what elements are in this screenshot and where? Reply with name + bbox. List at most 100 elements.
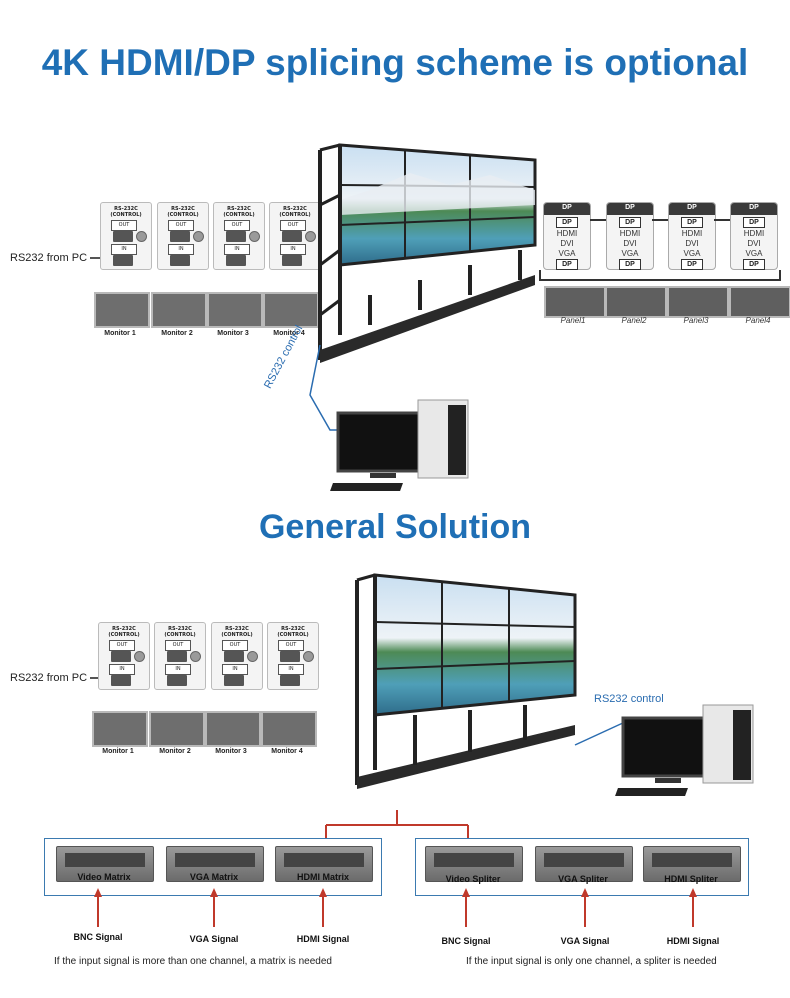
out-port: OUT	[168, 220, 194, 231]
out-port: OUT	[280, 220, 306, 231]
dp-card: DP DP HDMI DVI VGA DP	[668, 202, 716, 270]
dp-line-dvi: DVI	[623, 239, 637, 248]
in-jack	[170, 255, 190, 266]
dp-out-port: DP	[743, 217, 765, 228]
dp-card: DP DP HDMI DVI VGA DP	[606, 202, 654, 270]
dp-line-vga: VGA	[621, 249, 639, 258]
card-header: RS-232C	[225, 626, 249, 632]
panel-screen	[605, 286, 667, 318]
dp-card-header: DP	[544, 203, 590, 215]
in-jack	[167, 675, 187, 686]
control-card: RS-232C(CONTROL) OUT IN	[98, 622, 150, 690]
dp-in-port: DP	[681, 259, 703, 270]
out-port: OUT	[278, 640, 304, 651]
in-port: IN	[165, 664, 191, 675]
card-sub: (CONTROL)	[164, 632, 196, 638]
dp-chain-wires	[539, 219, 781, 281]
dp-out-port: DP	[556, 217, 578, 228]
section-title-4k: 4K HDMI/DP splicing scheme is optional	[41, 42, 749, 83]
matrix-unit	[166, 846, 264, 882]
monitor-label: Monitor 1	[102, 748, 134, 755]
splitter-unit	[643, 846, 741, 882]
card-header: RS-232C	[283, 206, 307, 212]
panel-label: Panel4	[745, 316, 771, 325]
control-card: RS-232C(CONTROL) OUT IN	[211, 622, 263, 690]
out-port: OUT	[224, 220, 250, 231]
card-header: RS-232C	[168, 626, 192, 632]
monitor-screen	[261, 711, 317, 747]
connector-knob-icon	[190, 651, 201, 662]
dp-card: DP DP HDMI DVI VGA DP	[730, 202, 778, 270]
dp-in-port: DP	[556, 259, 578, 270]
dp-card-header: DP	[731, 203, 777, 215]
out-port: OUT	[165, 640, 191, 651]
out-jack	[113, 231, 133, 242]
panel-screen	[544, 286, 606, 318]
connector-knob-icon	[134, 651, 145, 662]
out-jack	[282, 231, 302, 242]
out-port: OUT	[111, 220, 137, 231]
in-jack	[113, 255, 133, 266]
card-header: RS-232C	[171, 206, 195, 212]
monitor-label: Monitor 2	[159, 748, 191, 755]
signal-arrows	[94, 888, 697, 927]
connector-knob-icon	[193, 231, 204, 242]
dp-in-port: DP	[619, 259, 641, 270]
rs232-from-pc-label: RS232 from PC	[10, 672, 88, 684]
monitor-label: Monitor 3	[215, 748, 247, 755]
in-port: IN	[224, 244, 250, 255]
rs232-input-line	[90, 257, 102, 259]
signal-label: BNC Signal	[441, 936, 491, 946]
monitor-screen	[207, 292, 263, 328]
control-card: RS-232C(CONTROL) OUT IN	[157, 202, 209, 270]
card-sub: (CONTROL)	[221, 632, 253, 638]
dp-card: DP DP HDMI DVI VGA DP	[543, 202, 591, 270]
in-port: IN	[111, 244, 137, 255]
computer-icon	[330, 399, 469, 491]
dp-in-port: DP	[743, 259, 765, 270]
matrix-unit-label: Video Matrix	[77, 872, 131, 882]
control-card: RS-232C(CONTROL) OUT IN	[269, 202, 321, 270]
video-wall-image	[318, 143, 537, 363]
signal-label: HDMI Signal	[666, 936, 720, 946]
splitter-unit-label: Video Spliter	[445, 874, 501, 884]
in-port: IN	[168, 244, 194, 255]
monitor-screen	[94, 292, 150, 328]
dp-card-header: DP	[669, 203, 715, 215]
out-port: OUT	[109, 640, 135, 651]
signal-label: VGA Signal	[189, 934, 239, 944]
out-jack	[280, 651, 300, 662]
card-header: RS-232C	[281, 626, 305, 632]
panel-label: Panel2	[621, 316, 647, 325]
in-port: IN	[280, 244, 306, 255]
monitor-screen	[151, 292, 207, 328]
card-sub: (CONTROL)	[223, 212, 255, 218]
out-jack	[167, 651, 187, 662]
dp-line-hdmi: HDMI	[556, 229, 578, 238]
matrix-unit	[56, 846, 154, 882]
dp-line-dvi: DVI	[685, 239, 699, 248]
in-jack	[224, 675, 244, 686]
panel-label: Panel1	[560, 316, 586, 325]
card-sub: (CONTROL)	[110, 212, 142, 218]
connector-knob-icon	[305, 231, 316, 242]
connector-knob-icon	[136, 231, 147, 242]
in-port: IN	[278, 664, 304, 675]
card-sub: (CONTROL)	[279, 212, 311, 218]
video-wall-image	[355, 573, 577, 789]
connector-knob-icon	[249, 231, 260, 242]
in-jack	[282, 255, 302, 266]
dp-card-header: DP	[607, 203, 653, 215]
monitor-label: Monitor 4	[271, 748, 303, 755]
out-jack	[226, 231, 246, 242]
dp-line-hdmi: HDMI	[619, 229, 641, 238]
signal-label: BNC Signal	[73, 932, 123, 942]
connector-knob-icon	[303, 651, 314, 662]
card-sub: (CONTROL)	[108, 632, 140, 638]
monitor-label: Monitor 3	[217, 330, 249, 337]
out-jack	[224, 651, 244, 662]
monitor-screen	[205, 711, 261, 747]
splitter-unit-label: VGA Spliter	[558, 874, 608, 884]
control-card: RS-232C(CONTROL) OUT IN	[100, 202, 152, 270]
card-header: RS-232C	[114, 206, 138, 212]
